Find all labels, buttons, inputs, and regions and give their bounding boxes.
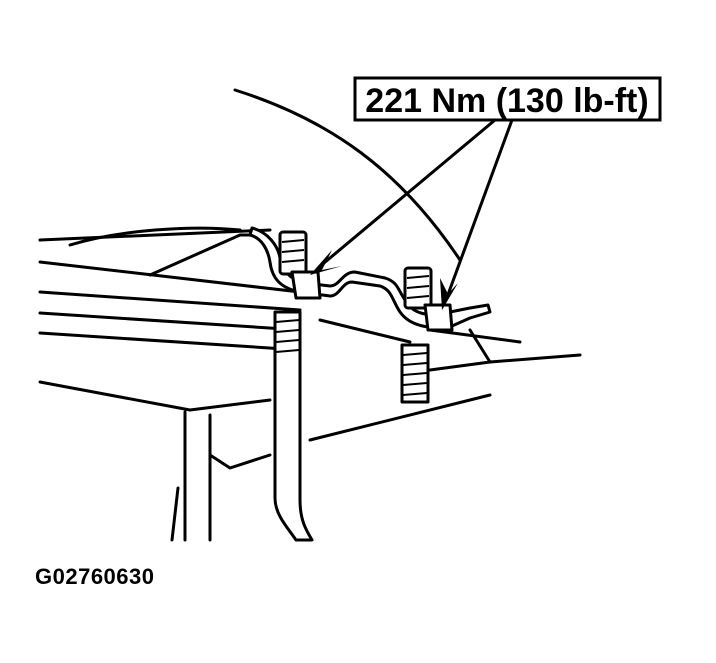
torque-label: 221 Nm (130 lb-ft) <box>365 82 648 120</box>
axle-housing <box>38 226 582 470</box>
leader-arrows <box>310 118 514 310</box>
callout-box <box>353 76 662 122</box>
left-nut-upper <box>278 230 322 300</box>
arrowhead-right <box>440 278 458 310</box>
right-nut-upper <box>403 266 454 332</box>
sweep-curve <box>233 88 462 262</box>
arrowhead-left <box>310 250 342 275</box>
left-u-bolt-leg <box>273 310 314 542</box>
lower-posts <box>170 410 212 542</box>
figure-id: G02760630 <box>35 564 155 589</box>
right-u-bolt-leg <box>400 343 430 404</box>
